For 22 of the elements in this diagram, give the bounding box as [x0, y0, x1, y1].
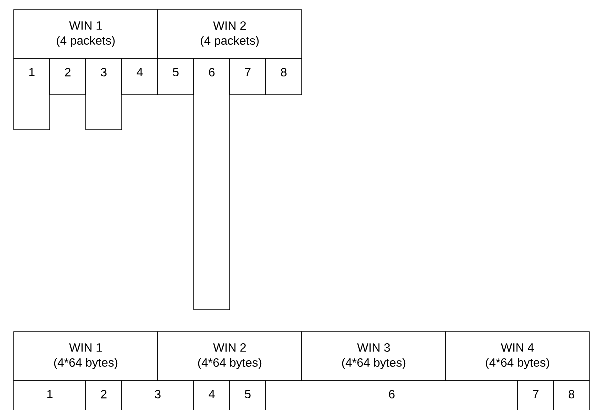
- packet-cell: 8: [266, 58, 302, 96]
- packet-cell: 4: [194, 380, 230, 410]
- packet-cell: 3: [86, 58, 122, 130]
- packet-cell: 7: [230, 58, 266, 96]
- packet-cell: 6: [194, 58, 230, 310]
- packet-cell: 7: [518, 380, 554, 410]
- window-box: WIN 3 (4*64 bytes): [302, 332, 446, 382]
- window-box: WIN 4 (4*64 bytes): [446, 332, 590, 382]
- packet-cell: 2: [86, 380, 122, 410]
- window-box: WIN 2 (4*64 bytes): [158, 332, 302, 382]
- packet-cell: 8: [554, 380, 590, 410]
- packet-cell: 5: [158, 58, 194, 96]
- packet-cell: 1: [14, 380, 86, 410]
- window-box: WIN 1 (4*64 bytes): [14, 332, 158, 382]
- packet-cell: 5: [230, 380, 266, 410]
- packet-cell: 3: [122, 380, 194, 410]
- packet-cell: 6: [266, 380, 518, 410]
- window-box: WIN 2 (4 packets): [158, 10, 302, 60]
- packet-cell: 2: [50, 58, 86, 96]
- packet-cell: 1: [14, 58, 50, 130]
- packet-cell: 4: [122, 58, 158, 96]
- window-box: WIN 1 (4 packets): [14, 10, 158, 60]
